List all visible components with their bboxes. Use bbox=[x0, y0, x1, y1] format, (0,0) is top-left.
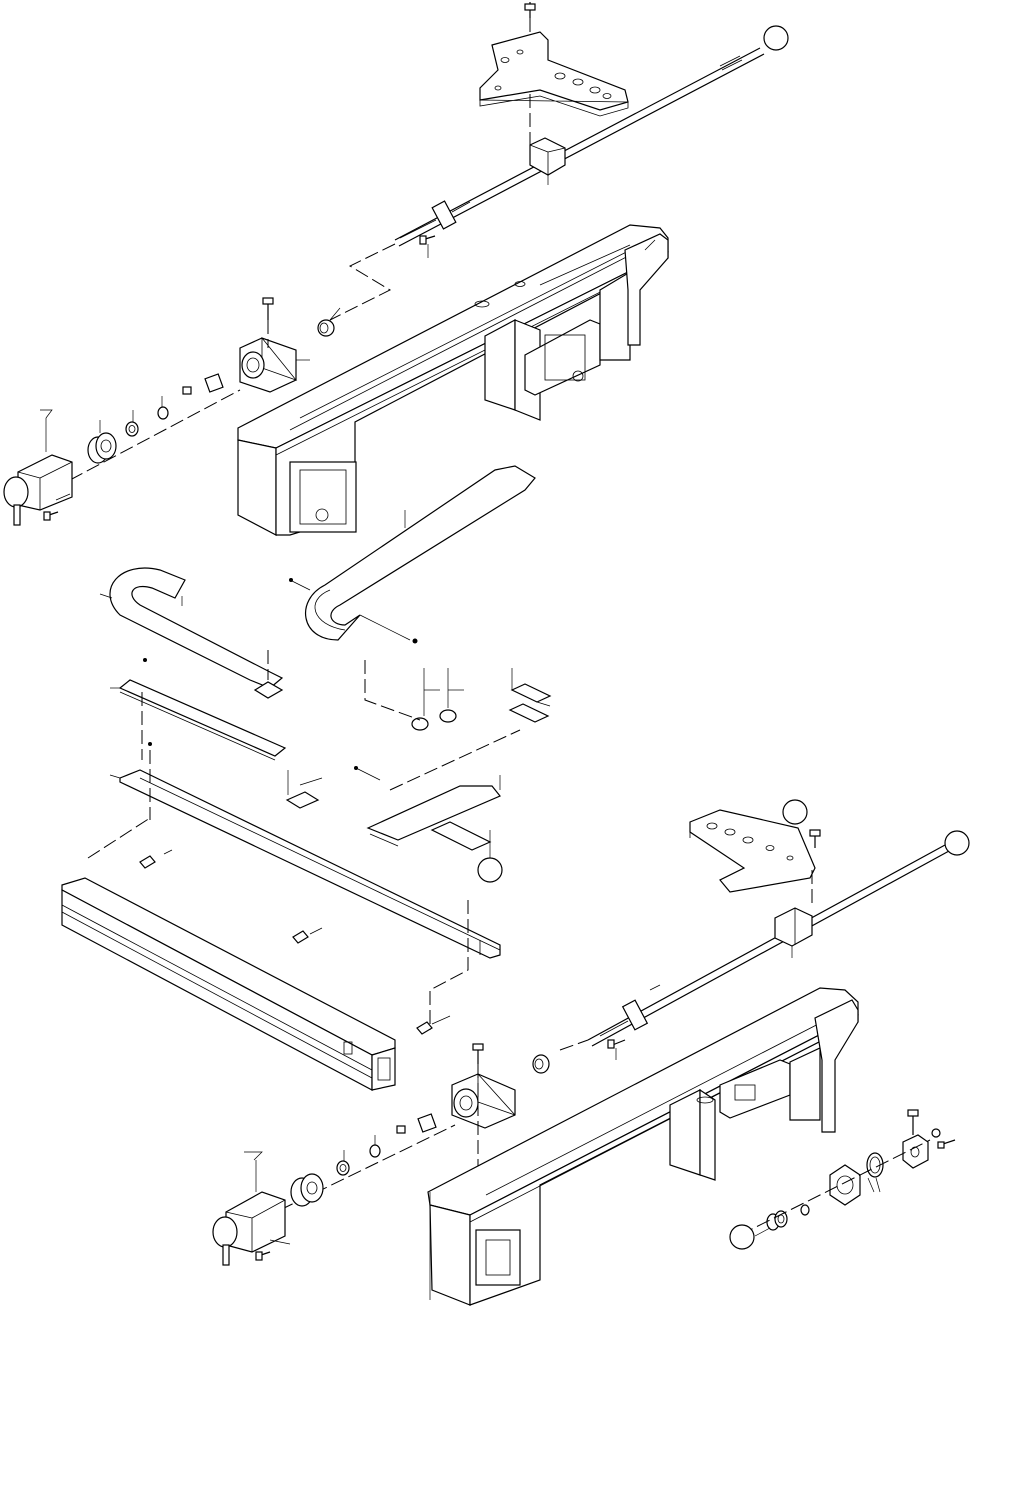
bottom-coupling bbox=[291, 1174, 323, 1206]
top-main-beam bbox=[238, 225, 668, 535]
top-mounting-plate bbox=[480, 32, 628, 116]
bottom-bushing bbox=[533, 1055, 549, 1073]
top-servo-motor bbox=[4, 410, 72, 525]
balloon-top-right bbox=[764, 26, 788, 50]
bottom-servo-motor bbox=[213, 1152, 290, 1265]
bottom-main-beam bbox=[428, 988, 858, 1305]
top-coupling bbox=[88, 420, 116, 463]
middle-base-beam bbox=[62, 818, 468, 1090]
center-bracket-parts bbox=[365, 660, 464, 730]
balloon-bottom-right bbox=[730, 1225, 754, 1249]
top-bushing bbox=[318, 308, 340, 336]
small-bolt-top bbox=[420, 236, 435, 258]
bottom-right-bearing-parts bbox=[740, 1110, 955, 1236]
top-shaft-parts bbox=[70, 374, 240, 480]
balloon-mid-right-upper bbox=[783, 800, 807, 824]
lower-flat-plate bbox=[354, 730, 520, 850]
small-bolt-right bbox=[608, 1040, 625, 1060]
cable-chain-left bbox=[100, 568, 282, 688]
balloon-mid-right bbox=[945, 831, 969, 855]
top-bearing-housing bbox=[240, 298, 310, 392]
top-nut-block bbox=[530, 138, 565, 185]
brackets-right bbox=[510, 668, 550, 722]
